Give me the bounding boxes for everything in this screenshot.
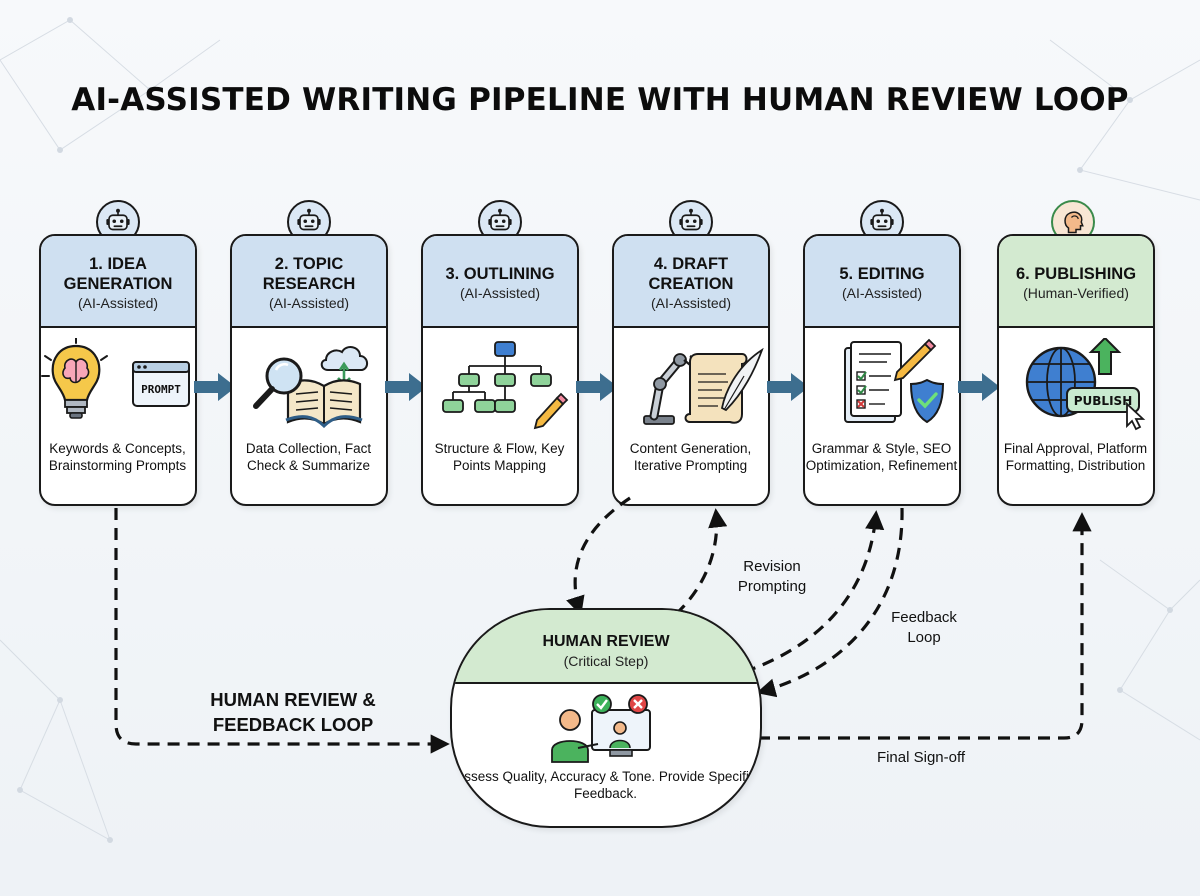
stage-title: 5. EDITING (839, 264, 925, 283)
stage-description: Final Approval, Platform Formatting, Dis… (1003, 441, 1148, 473)
stage-topic-research[interactable]: 2. TOPIC RESEARCH (AI-Assisted) Data Col… (230, 234, 388, 506)
checklist-shield-icon (844, 338, 945, 424)
publish-button-label: PUBLISH (1074, 394, 1132, 408)
magnifier-book-icon (253, 346, 368, 429)
stage-outlining[interactable]: 3. OUTLINING (AI-Assisted) Structure & F… (421, 234, 579, 506)
stage-description: Data Collection, Fact Check & Summarize (245, 441, 372, 473)
loop-review-to-draft (674, 508, 728, 616)
stage-header: 5. EDITING (AI-Assisted) (805, 236, 959, 328)
revision-prompting-label: Revision Prompting (737, 558, 807, 595)
stage-header: 6. PUBLISHING (Human-Verified) (999, 236, 1153, 328)
human-review-node[interactable]: HUMAN REVIEW (Critical Step) Assess Qual… (450, 608, 762, 828)
stage-header: 2. TOPIC RESEARCH (AI-Assisted) (232, 236, 386, 328)
loop-editing-to-review (756, 507, 904, 698)
stage-description: Grammar & Style, SEO Optimization, Refin… (805, 441, 958, 473)
stage-description: Keywords & Concepts, Brainstorming Promp… (48, 441, 187, 473)
stage-subtitle: (AI-Assisted) (459, 284, 541, 301)
stage-description: Content Generation, Iterative Prompting (629, 441, 752, 473)
stage-subtitle: (AI-Assisted) (841, 284, 923, 301)
stage-title: 1. IDEA GENERATION (63, 254, 173, 293)
review-subtitle: (Critical Step) (563, 652, 649, 669)
stage-title: 6. PUBLISHING (1015, 264, 1137, 283)
prompt-window-label: PROMPT (141, 383, 181, 396)
flow-arrow (956, 372, 1002, 402)
stage-subtitle: (AI-Assisted) (650, 294, 732, 311)
review-header: HUMAN REVIEW (Critical Step) (452, 610, 760, 684)
human-review-feedback-loop-label: HUMAN REVIEW & FEEDBACK LOOP (210, 689, 376, 735)
stage-editing[interactable]: 5. EDITING (AI-Assisted) Grammar & Style… (803, 234, 961, 506)
stage-header: 4. DRAFT CREATION (AI-Assisted) (614, 236, 768, 328)
stage-title: 4. DRAFT CREATION (648, 254, 734, 293)
diagram-title: AI-ASSISTED WRITING PIPELINE WITH HUMAN … (71, 82, 1129, 118)
stage-subtitle: (AI-Assisted) (77, 294, 159, 311)
tree-chart-icon (442, 341, 569, 430)
review-description: Assess Quality, Accuracy & Tone. Provide… (455, 769, 756, 801)
feedback-loop-label: Feedback Loop (891, 609, 957, 646)
loop-draft-to-review (566, 496, 631, 616)
stage-subtitle: (AI-Assisted) (268, 294, 350, 311)
review-title: HUMAN REVIEW (542, 632, 670, 650)
stage-publishing[interactable]: 6. PUBLISHING (Human-Verified) PUBLISH F… (997, 234, 1155, 506)
reviewer-monitor-icon (551, 694, 651, 763)
stage-idea-generation[interactable]: 1. IDEA GENERATION (AI-Assisted) PROMPT … (39, 234, 197, 506)
stage-title: 3. OUTLINING (445, 264, 555, 283)
stage-header: 1. IDEA GENERATION (AI-Assisted) (41, 236, 195, 328)
stage-subtitle: (Human-Verified) (1023, 284, 1129, 301)
final-signoff-label: Final Sign-off (876, 749, 966, 766)
globe-publish-icon: PUBLISH (1025, 338, 1146, 431)
lightbulb-brain-icon: PROMPT (41, 338, 190, 419)
robot-arm-scroll-icon (643, 347, 764, 425)
stage-title: 2. TOPIC RESEARCH (262, 254, 356, 293)
stage-draft-creation[interactable]: 4. DRAFT CREATION (AI-Assisted) Content … (612, 234, 770, 506)
stage-description: Structure & Flow, Key Points Mapping (434, 441, 565, 473)
stage-header: 3. OUTLINING (AI-Assisted) (423, 236, 577, 328)
